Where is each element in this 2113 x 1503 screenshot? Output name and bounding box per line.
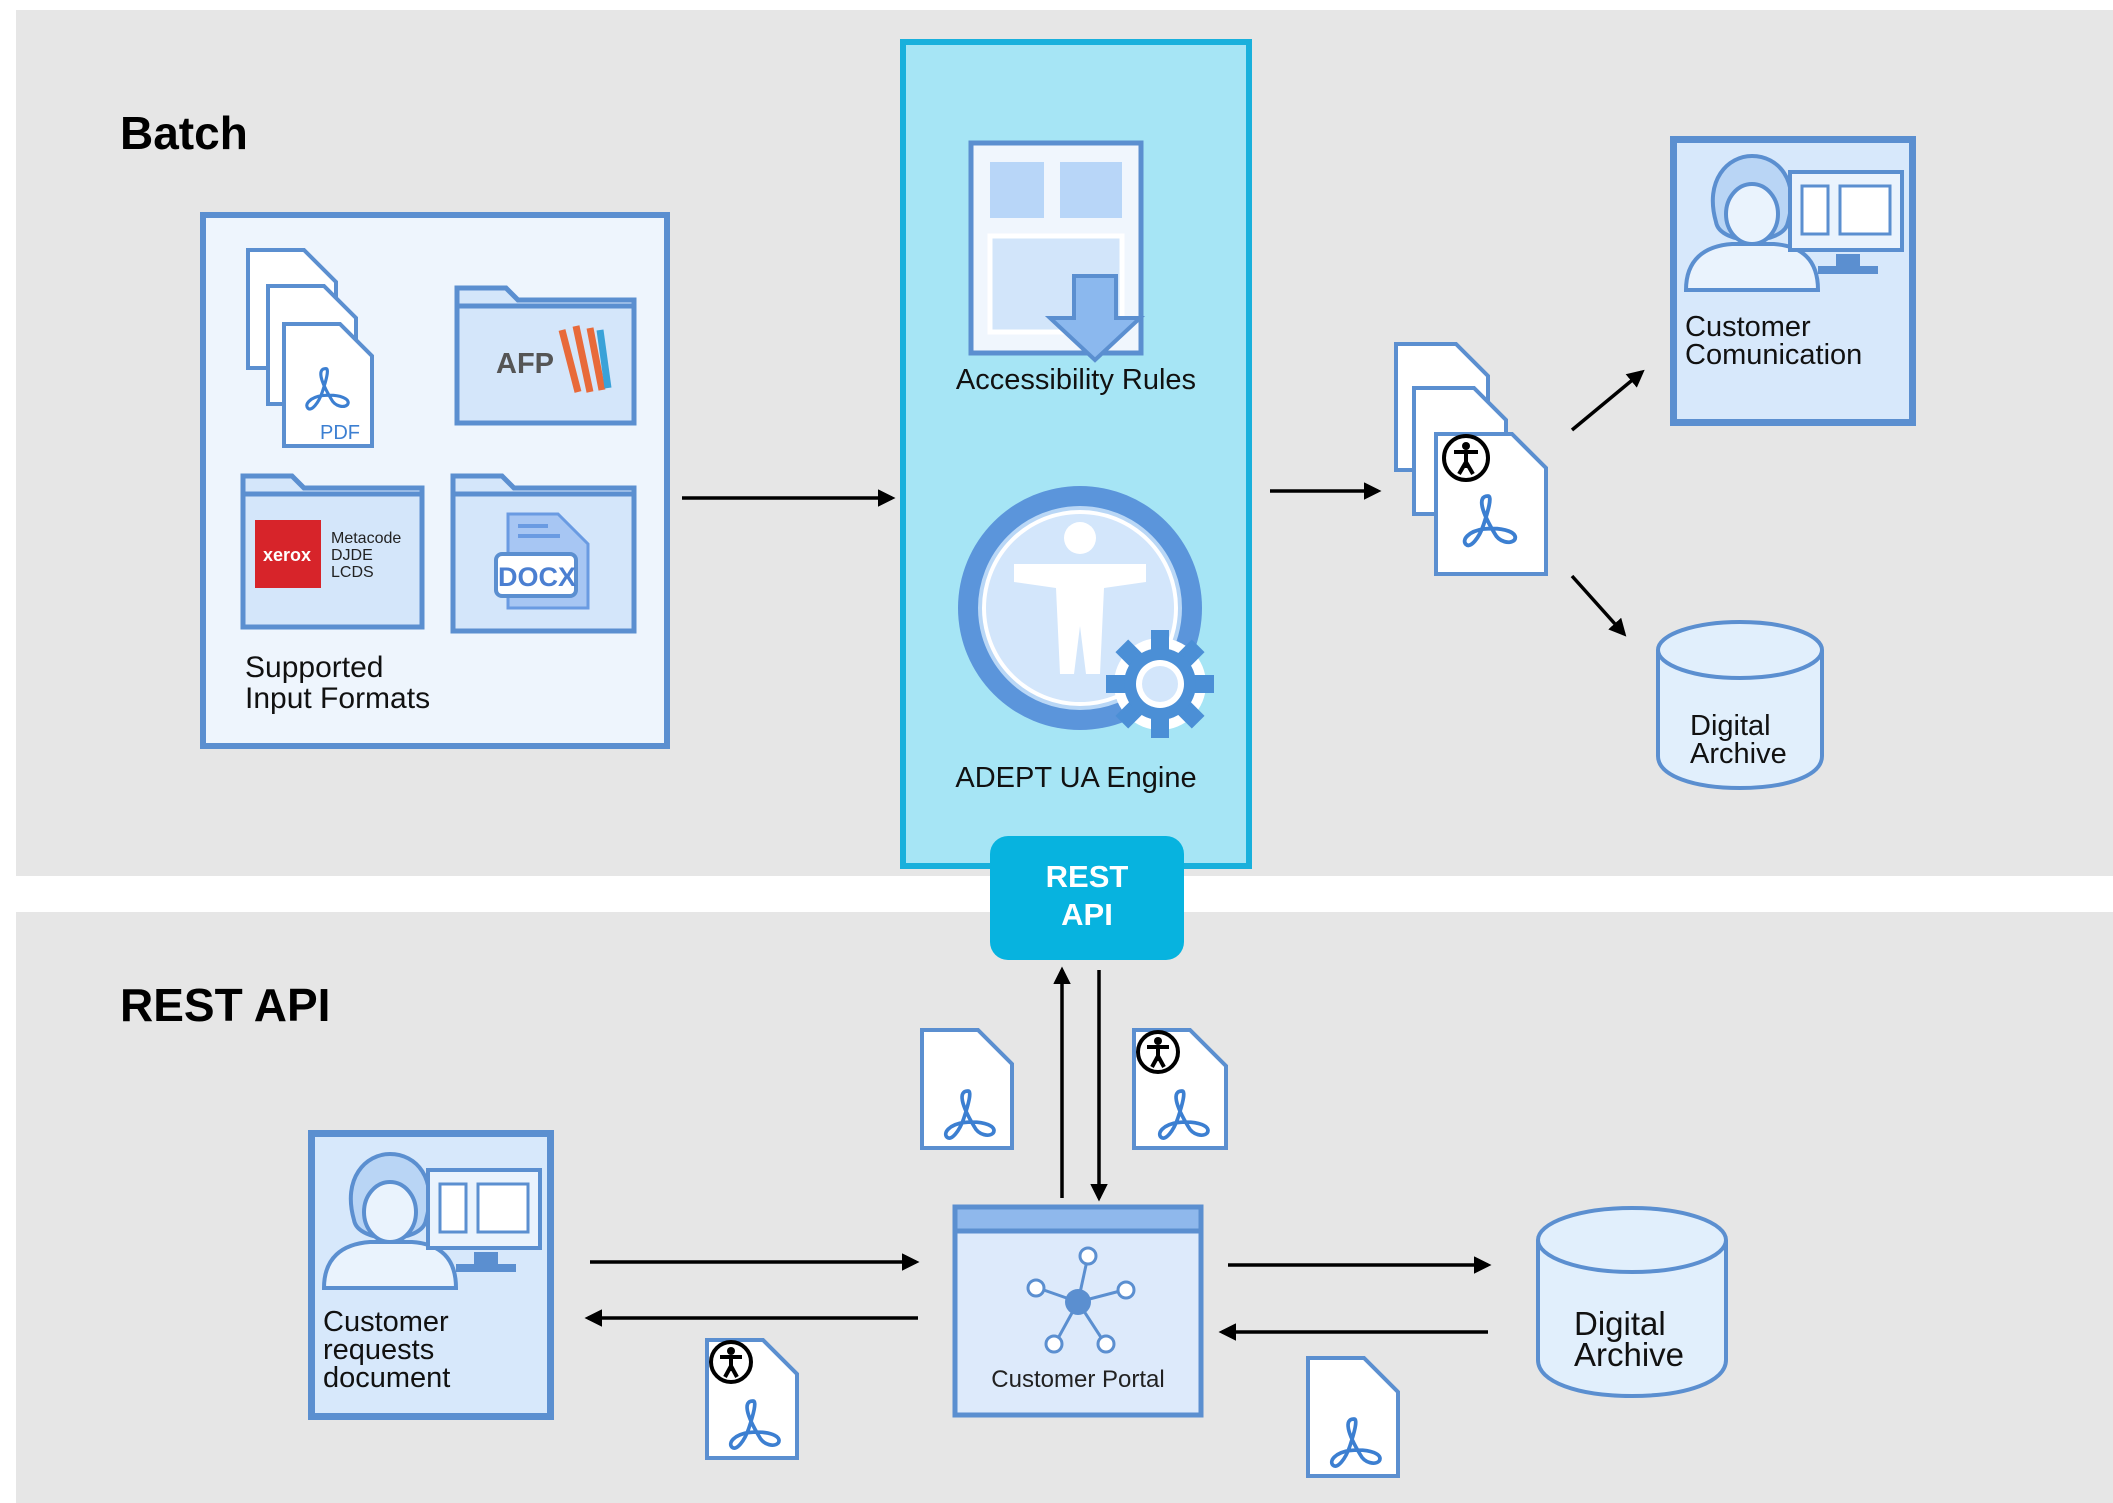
batch-archive-line-1: Digital — [1690, 710, 1771, 742]
customer-request-line-2: requests — [323, 1334, 435, 1366]
batch-archive-label: Digital Archive — [1690, 710, 1787, 770]
accessible-pdf-icon-to-customer — [705, 1338, 799, 1460]
accessible-pdf-stack-icon — [1394, 342, 1548, 576]
database-icon-batch — [1656, 620, 1824, 791]
network-hub-icon — [1026, 1246, 1136, 1354]
accessibility-engine-icon — [958, 486, 1214, 738]
xerox-format-lcds: LCDS — [331, 564, 374, 581]
user-computer-icon-rest — [321, 1151, 542, 1290]
afp-folder-icon — [454, 285, 637, 426]
input-formats-caption-line-1: Supported — [245, 651, 384, 684]
docx-format-label: DOCX — [498, 562, 577, 592]
customer-request-line-3: document — [323, 1362, 451, 1394]
accessibility-rules-label: Accessibility Rules — [955, 364, 1197, 396]
xerox-logo: xerox — [262, 545, 312, 565]
pdf-document-icon-from-archive — [1306, 1356, 1400, 1478]
input-formats-caption: Supported Input Formats — [245, 652, 430, 714]
rest-api-badge: REST API — [990, 836, 1184, 960]
rest-section-title: REST API — [120, 979, 331, 1031]
adept-engine-label: ADEPT UA Engine — [955, 762, 1197, 794]
customer-portal-label: Customer Portal — [991, 1366, 1165, 1393]
user-computer-icon-batch — [1683, 153, 1904, 292]
customer-communication-line-2: Comunication — [1685, 339, 1863, 371]
arrow-output-to-customer — [1570, 369, 1645, 432]
customer-communication-line-1: Customer — [1685, 311, 1811, 343]
rest-archive-label: Digital Archive — [1574, 1305, 1685, 1373]
arrow-output-to-archive — [1570, 574, 1627, 637]
afp-format-label: AFP — [496, 348, 554, 380]
rest-archive-line-1: Digital — [1574, 1305, 1666, 1342]
customer-request-line-1: Customer — [323, 1306, 449, 1338]
pdf-stack-icon — [246, 248, 374, 448]
rest-api-badge-line-2: API — [1061, 897, 1113, 932]
pdf-document-icon-to-api — [920, 1028, 1014, 1150]
customer-communication-label: Customer Comunication — [1685, 311, 1863, 371]
xerox-format-metacode: Metacode — [331, 530, 402, 547]
customer-request-label: Customer requests document — [323, 1306, 451, 1394]
xerox-formats-list: Metacode DJDE LCDS — [331, 530, 401, 581]
rest-archive-line-2: Archive — [1574, 1336, 1685, 1373]
accessibility-rules-icon — [968, 140, 1146, 363]
xerox-format-djde: DJDE — [331, 547, 373, 564]
database-icon-rest — [1536, 1206, 1728, 1399]
rest-api-badge-line-1: REST — [1045, 859, 1129, 894]
input-formats-caption-line-2: Input Formats — [245, 682, 431, 715]
batch-section-title: Batch — [120, 107, 248, 159]
docx-folder-icon — [450, 473, 637, 634]
pdf-format-label: PDF — [320, 422, 360, 444]
batch-archive-line-2: Archive — [1690, 738, 1787, 770]
accessible-pdf-icon-from-api — [1132, 1028, 1228, 1150]
xerox-folder-icon — [240, 473, 425, 630]
